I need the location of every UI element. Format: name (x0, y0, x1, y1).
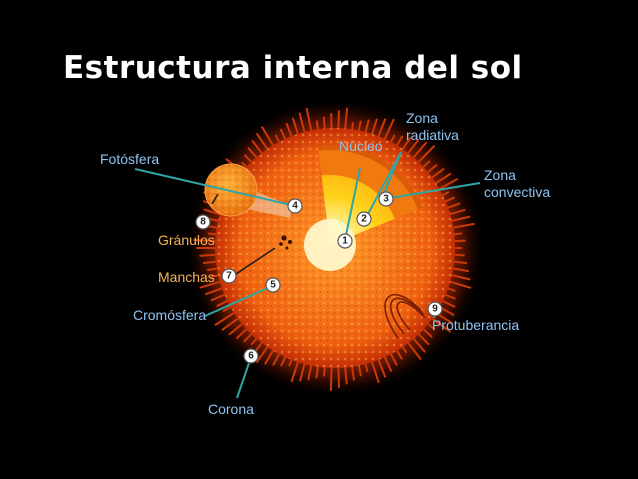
label-fotosfera: Fotósfera (100, 151, 159, 167)
marker-1: 1 (337, 233, 353, 249)
sunspots (279, 235, 292, 250)
label-zona-radiativa-line1: Zona (406, 110, 438, 126)
marker-9: 9 (427, 301, 443, 317)
svg-text:2: 2 (361, 214, 367, 225)
core (304, 219, 356, 271)
label-zona-convectiva-line1: Zona (484, 167, 516, 183)
marker-3: 3 (378, 191, 394, 207)
marker-4: 4 (287, 198, 303, 214)
label-nucleo: Núcleo (339, 138, 383, 154)
label-granulos: Gránulos (158, 232, 215, 248)
leader-manchas (229, 247, 276, 279)
svg-text:7: 7 (226, 271, 232, 282)
svg-text:5: 5 (270, 280, 276, 291)
leader-nucleo (344, 167, 361, 241)
marker-6: 6 (243, 348, 259, 364)
svg-text:3: 3 (383, 194, 389, 205)
marker-8: 8 (195, 214, 211, 230)
svg-text:4: 4 (292, 201, 298, 212)
label-manchas: Manchas (158, 269, 215, 285)
svg-text:9: 9 (432, 304, 438, 315)
label-protuberancia: Protuberancia (432, 317, 519, 333)
leader-zona-convectiva (383, 182, 481, 200)
label-corona: Corona (208, 401, 254, 417)
label-zona-radiativa-line2: radiativa (406, 127, 459, 143)
leader-fotosfera (134, 168, 301, 208)
marker-7: 7 (221, 268, 237, 284)
leader-cromosfera (204, 285, 273, 317)
leader-granulos (211, 193, 219, 205)
svg-text:8: 8 (200, 217, 206, 228)
prominence-loops (384, 293, 426, 339)
marker-5: 5 (265, 277, 281, 293)
svg-text:6: 6 (248, 351, 254, 362)
marker-2: 2 (356, 211, 372, 227)
leader-corona (236, 359, 251, 399)
label-zona-convectiva-line2: convectiva (484, 184, 550, 200)
label-cromosfera: Cromósfera (133, 307, 206, 323)
svg-text:1: 1 (342, 236, 348, 247)
slide-title: Estructura interna del sol (63, 50, 523, 86)
